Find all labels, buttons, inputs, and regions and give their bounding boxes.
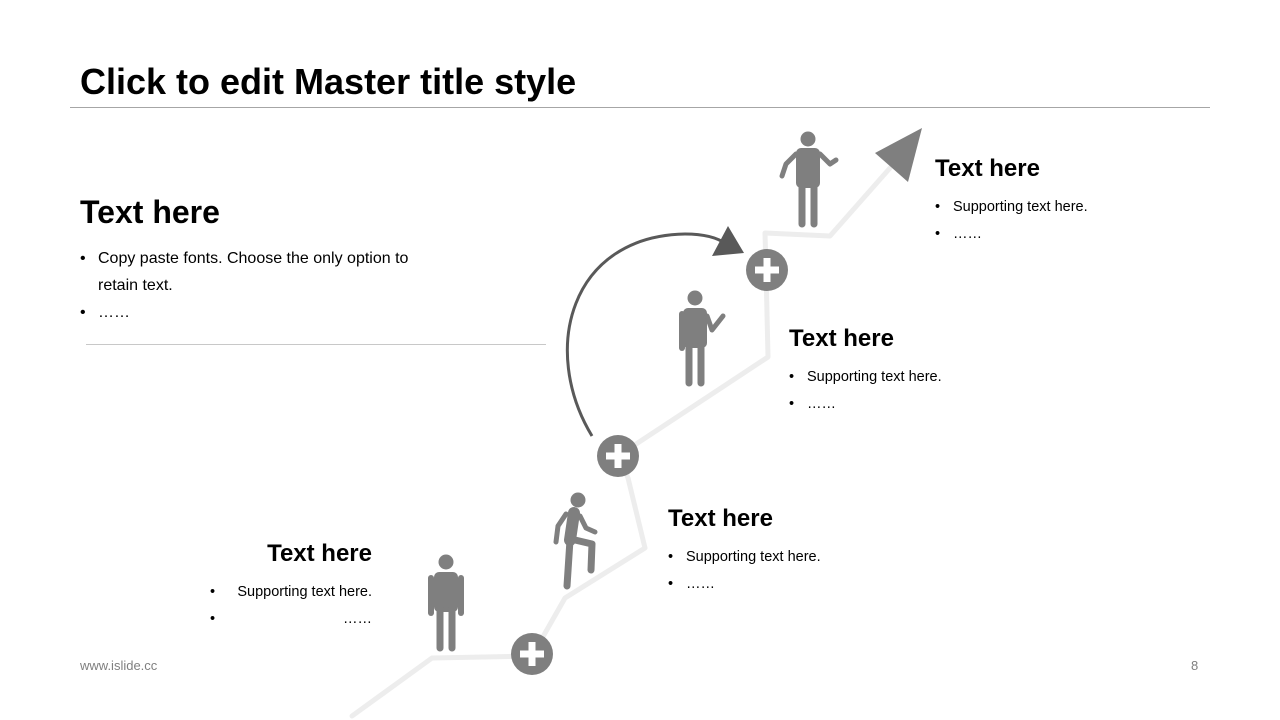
- left-divider: [86, 344, 546, 345]
- step-3-heading[interactable]: Text here: [789, 325, 894, 352]
- page-number: 8: [1191, 658, 1199, 673]
- slide-title[interactable]: Click to edit Master title style: [80, 61, 577, 102]
- step-2-list: Supporting text here. ……: [668, 544, 888, 598]
- step-1-bullet-2[interactable]: ……: [210, 606, 372, 633]
- step-1-block: Text here Supporting text here. ……: [210, 539, 372, 633]
- main-bullet-list: Copy paste fonts. Choose the only option…: [80, 245, 440, 326]
- step-3-bullet-1[interactable]: Supporting text here.: [789, 364, 1009, 391]
- step-4-block: Text here Supporting text here. ……: [935, 154, 1155, 248]
- step-2-block: Text here Supporting text here. ……: [668, 504, 888, 598]
- step-4-bullet-1[interactable]: Supporting text here.: [935, 194, 1155, 221]
- step-1-heading[interactable]: Text here: [267, 540, 372, 567]
- step-1-list: Supporting text here. ……: [210, 579, 372, 633]
- person-climbing-icon: [553, 492, 598, 590]
- step-4-bullet-2[interactable]: ……: [935, 221, 1155, 248]
- step-3-bullet-2[interactable]: ……: [789, 391, 1009, 418]
- step-4-list: Supporting text here. ……: [935, 194, 1155, 248]
- arrow-icon: [875, 128, 922, 182]
- footer-url[interactable]: www.islide.cc: [80, 658, 158, 673]
- progress-arc: [565, 232, 727, 437]
- main-bullet-2[interactable]: ……: [80, 299, 440, 326]
- person-standing-icon: [428, 554, 464, 652]
- plus-circle-icon[interactable]: [746, 249, 788, 291]
- step-4-heading[interactable]: Text here: [935, 155, 1040, 182]
- main-text-block: Text here Copy paste fonts. Choose the o…: [80, 193, 440, 326]
- plus-circle-icon[interactable]: [511, 633, 553, 675]
- title-divider: [70, 107, 1210, 108]
- person-pointing-icon: [679, 290, 726, 387]
- step-3-list: Supporting text here. ……: [789, 364, 1009, 418]
- step-2-bullet-1[interactable]: Supporting text here.: [668, 544, 888, 571]
- step-3-block: Text here Supporting text here. ……: [789, 324, 1009, 418]
- step-2-heading[interactable]: Text here: [668, 505, 773, 532]
- arc-arrowhead-icon: [712, 226, 744, 256]
- step-1-bullet-1[interactable]: Supporting text here.: [210, 579, 372, 606]
- step-2-bullet-2[interactable]: ……: [668, 571, 888, 598]
- person-shrugging-icon: [779, 131, 839, 228]
- plus-circle-icon[interactable]: [597, 435, 639, 477]
- main-heading[interactable]: Text here: [80, 194, 220, 230]
- main-bullet-1[interactable]: Copy paste fonts. Choose the only option…: [80, 245, 440, 299]
